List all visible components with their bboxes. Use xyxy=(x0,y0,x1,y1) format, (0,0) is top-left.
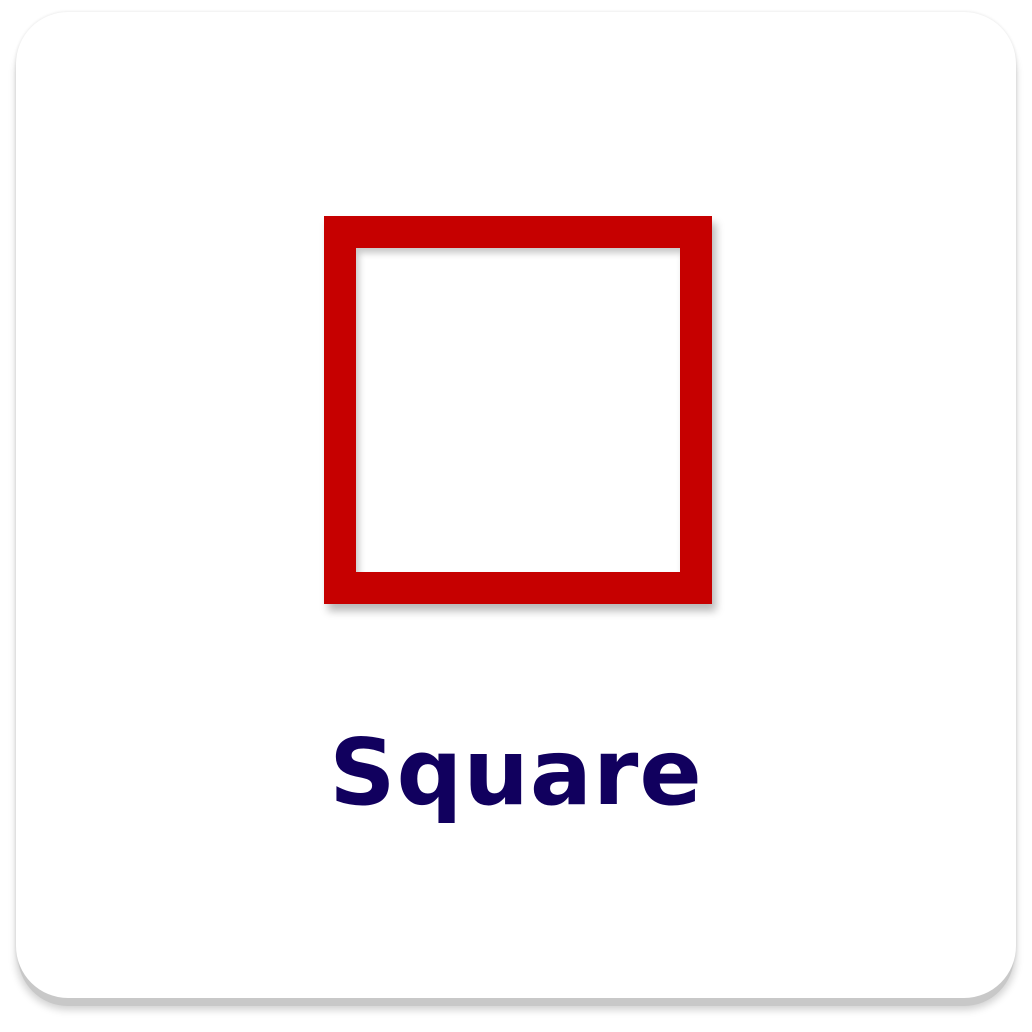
card-label: Square xyxy=(329,719,703,826)
square-outline-icon xyxy=(324,216,712,604)
